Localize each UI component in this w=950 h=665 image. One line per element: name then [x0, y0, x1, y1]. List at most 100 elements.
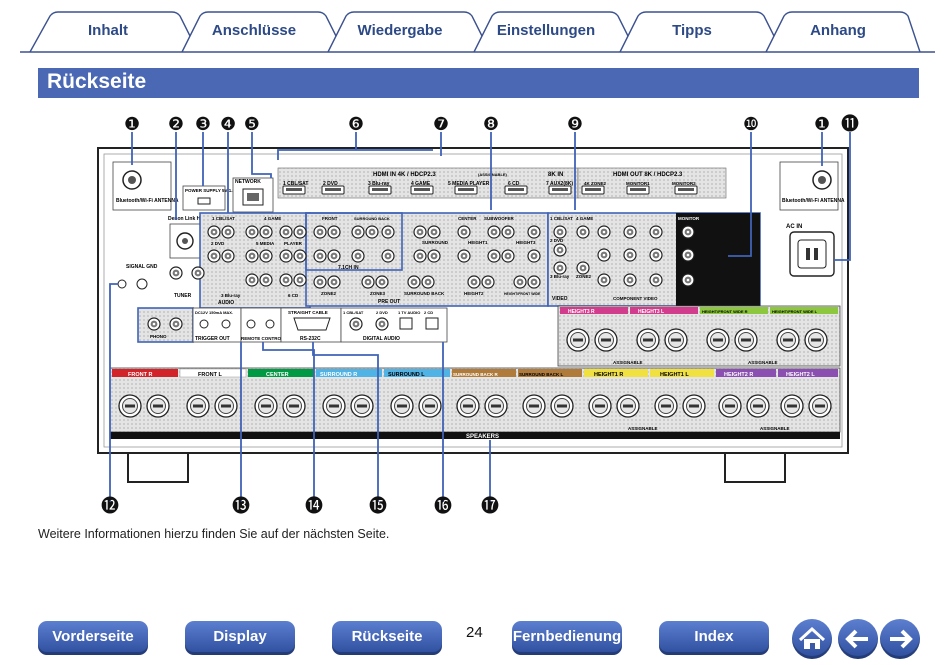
callout-7: ❼: [433, 114, 449, 135]
assignable-top-left: ASSIGNABLE: [613, 360, 643, 365]
spk-front-l: FRONT L: [198, 372, 222, 378]
digital-in-1: 1 CBL/SAT: [343, 310, 364, 315]
assignable-bottom-left: ASSIGNABLE: [628, 426, 658, 431]
page-number: 24: [466, 624, 483, 641]
trigger-out-label: TRIGGER OUT: [195, 336, 230, 342]
callout-1b: ❶: [814, 114, 830, 135]
network-label: NETWORK: [235, 179, 261, 185]
hdmi-8k-in: 8K IN: [548, 172, 563, 178]
pre-out-sb2: SURROUND BACK: [404, 291, 445, 296]
pre-out-center: CENTER: [458, 216, 477, 221]
audio-in-1: 1 CBL/SAT: [212, 216, 235, 221]
tab-anschluesse[interactable]: Anschlüsse: [211, 22, 297, 39]
callout-9: ❾: [567, 114, 583, 135]
rs232c-label: RS-232C: [300, 336, 321, 342]
straight-cable-label: STRAIGHT CABLE: [288, 310, 328, 315]
spk-height2-r: HEIGHT2 R: [724, 372, 753, 378]
audio-label: AUDIO: [218, 300, 234, 306]
callout-8: ❽: [483, 114, 499, 135]
tab-anhang[interactable]: Anhang: [810, 22, 866, 39]
pre-out-height1: HEIGHT1: [468, 240, 488, 245]
callout-5: ❺: [244, 114, 260, 135]
spk-hfw-l: HEIGHT/FRONT WIDE L: [772, 309, 818, 314]
note-text: Weitere Informationen hierzu finden Sie …: [38, 527, 390, 541]
spk-height2-l: HEIGHT2 L: [786, 372, 815, 378]
spk-hfw-r: HEIGHT/FRONT WIDE R: [702, 309, 748, 314]
video-in-1: 1 CBL/SAT: [550, 216, 573, 221]
callout-6: ❻: [348, 114, 364, 135]
home-icon: [798, 626, 826, 649]
video-in-4: 4 GAME: [576, 216, 593, 221]
pre-out-label: PRE OUT: [378, 299, 400, 305]
bt-antenna-right-label: Bluetooth/Wi-Fi ANTENNA: [782, 198, 845, 204]
tab-tipps[interactable]: Tipps: [672, 22, 712, 39]
callout-13: ⓭: [232, 496, 250, 517]
video-in-3: 3 Blu-ray: [550, 274, 570, 279]
pre-out-zone3: ZONE3: [370, 291, 386, 296]
digital-in-2: 2 DVD: [376, 310, 388, 315]
power-supply-label: POWER SUPPLY 5V/1.5A: [185, 188, 239, 193]
home-button[interactable]: [792, 619, 832, 659]
callout-4: ❹: [220, 114, 236, 135]
ac-in-label: AC IN: [786, 224, 802, 230]
spk-sb-r: SURROUND BACK R: [453, 372, 498, 377]
video-label: VIDEO: [552, 296, 568, 302]
pre-out-sb: SURROUND BACK: [354, 216, 390, 221]
spk-height3-r: HEIGHT3 R: [568, 309, 595, 315]
spk-surround-l: SURROUND L: [388, 372, 425, 378]
back-button[interactable]: [838, 619, 878, 659]
audio-in-6: 6 CD: [288, 293, 299, 298]
trigger-spec: DC12V 150mA MAX.: [195, 310, 233, 315]
hdmi-out-header: HDMI OUT 8K / HDCP2.3: [613, 172, 683, 178]
hdmi-in-4: 4 GAME: [411, 181, 431, 187]
hdmi-in-5: 5 MEDIA PLAYER: [448, 181, 490, 187]
audio-in-3: 3 Blu-ray: [221, 293, 241, 298]
spk-height1-l: HEIGHT1 L: [660, 372, 689, 378]
hdmi-in-1: 1 CBL/SAT: [283, 181, 308, 187]
nav-vorderseite-button[interactable]: Vorderseite: [38, 621, 148, 655]
hdmi-in-2: 2 DVD: [323, 181, 338, 187]
bt-antenna-left-label: Bluetooth/Wi-Fi ANTENNA: [116, 198, 179, 204]
callout-15: ⓯: [369, 496, 387, 517]
pre-out-7ch-in: 7.1CH IN: [338, 265, 359, 271]
tab-wiedergabe[interactable]: Wiedergabe: [357, 22, 443, 39]
audio-in-5: 5 MEDIA: [256, 241, 275, 246]
callout-10: ❿: [743, 114, 759, 135]
phono-label: PHONO: [150, 334, 167, 339]
digital-in-cd: 2 CD: [424, 310, 433, 315]
monitor-label: MONITOR: [678, 216, 700, 221]
video-zone2: ZONE2: [576, 274, 592, 279]
spk-sb-l: SURROUND BACK L: [519, 372, 563, 377]
callout-16: ⓰: [434, 496, 452, 517]
hdmi-in-6: 6 CD: [508, 181, 520, 187]
spk-height1-r: HEIGHT1 R: [594, 372, 623, 378]
page-title: Rückseite: [47, 70, 147, 93]
hdmi-out-zone2: 4K ZONE2: [584, 181, 607, 186]
audio-in-player: PLAYER: [284, 241, 303, 246]
forward-button[interactable]: [880, 619, 920, 659]
pre-out-subwoofer: SUBWOOFER: [484, 216, 514, 221]
pre-out-front: FRONT: [322, 216, 338, 221]
denon-link-label: Denon Link HD: [168, 216, 204, 222]
spk-height3-l: HEIGHT3 L: [638, 309, 664, 315]
nav-rueckseite-button[interactable]: Rückseite: [332, 621, 442, 655]
nav-display-button[interactable]: Display: [185, 621, 295, 655]
tuner-label: TUNER: [174, 293, 192, 299]
callout-14: ⓮: [305, 496, 323, 517]
pre-out-hfw: HEIGHT/FRONT WIDE: [504, 292, 541, 296]
pre-out-zone2: ZONE2: [321, 291, 337, 296]
audio-in-4: 4 GAME: [264, 216, 281, 221]
tab-einstellungen[interactable]: Einstellungen: [496, 22, 596, 39]
assignable-bottom-right: ASSIGNABLE: [760, 426, 790, 431]
nav-index-button[interactable]: Index: [659, 621, 769, 655]
spk-surround-r: SURROUND R: [320, 372, 357, 378]
tab-inhalt[interactable]: Inhalt: [88, 22, 128, 39]
hdmi-in-3: 3 Blu-ray: [368, 181, 390, 187]
component-video-label: COMPONENT VIDEO: [613, 296, 658, 301]
arrow-right-icon: [890, 629, 913, 649]
spk-front-r: FRONT R: [128, 372, 152, 378]
pre-out-height3: HEIGHT3: [516, 240, 536, 245]
pre-out-height2: HEIGHT2: [464, 291, 484, 296]
nav-fernbedienung-button[interactable]: Fernbedienung: [512, 621, 622, 655]
arrow-left-icon: [845, 629, 868, 649]
